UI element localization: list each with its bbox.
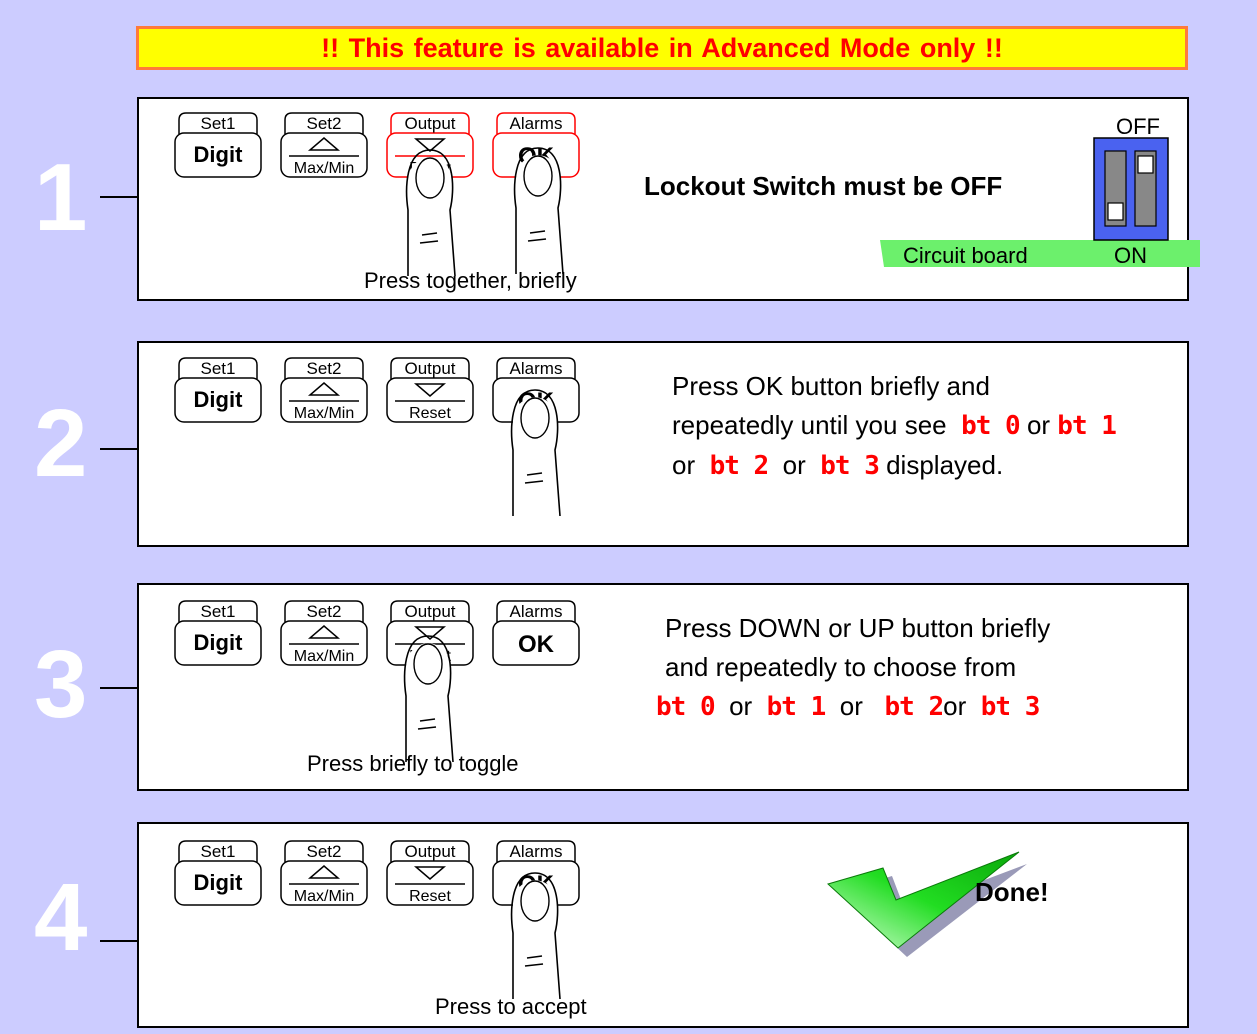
switch-on-label: ON: [1114, 243, 1147, 268]
done-label: Done!: [975, 877, 1049, 907]
circuit-board-label: Circuit board: [903, 243, 1028, 268]
step-2-instructions: Press OK button briefly and repeatedly u…: [672, 367, 1117, 486]
display-bt1: bt 1: [766, 692, 827, 722]
step-4-panel: [137, 822, 1189, 1028]
advanced-mode-banner: !! This feature is available in Advanced…: [136, 26, 1188, 70]
display-bt0: bt 0: [656, 692, 716, 722]
step-2-line-1: Press OK button briefly and: [672, 371, 990, 401]
display-bt2: bt 2: [884, 692, 945, 722]
display-bt0: bt 0: [961, 411, 1021, 441]
step-3-number: 3: [34, 631, 88, 738]
display-bt3: bt 3: [820, 451, 880, 481]
switch-off-label: OFF: [1116, 114, 1160, 139]
step-2-leader: [100, 448, 137, 450]
display-bt1: bt 1: [1057, 411, 1117, 441]
step-4-caption: Press to accept: [435, 994, 587, 1019]
step-3-line-3: bt 0 or bt 1 or bt 2or bt 3: [656, 691, 1041, 722]
display-bt2: bt 2: [709, 451, 770, 481]
step-3-leader: [100, 687, 137, 689]
step-1-leader: [100, 196, 137, 198]
step-2-line-3: or bt 2 or bt 3 displayed.: [672, 450, 1004, 481]
step-3-caption: Press briefly to toggle: [307, 751, 519, 776]
step-2-line-2: repeatedly until you see bt 0 or bt 1: [672, 410, 1117, 441]
step-1-number: 1: [34, 144, 88, 251]
lockout-switch-note: Lockout Switch must be OFF: [644, 171, 1003, 201]
step-1-caption: Press together, briefly: [364, 268, 577, 293]
step-4-leader: [100, 940, 137, 942]
step-3-line-2: and repeatedly to choose from: [665, 652, 1017, 682]
step-3-instructions: Press DOWN or UP button briefly and repe…: [656, 609, 1051, 727]
display-bt3: bt 3: [980, 692, 1041, 722]
step-2-number: 2: [34, 390, 88, 497]
step-4-number: 4: [34, 864, 88, 971]
step-3-line-1: Press DOWN or UP button briefly: [665, 613, 1051, 643]
